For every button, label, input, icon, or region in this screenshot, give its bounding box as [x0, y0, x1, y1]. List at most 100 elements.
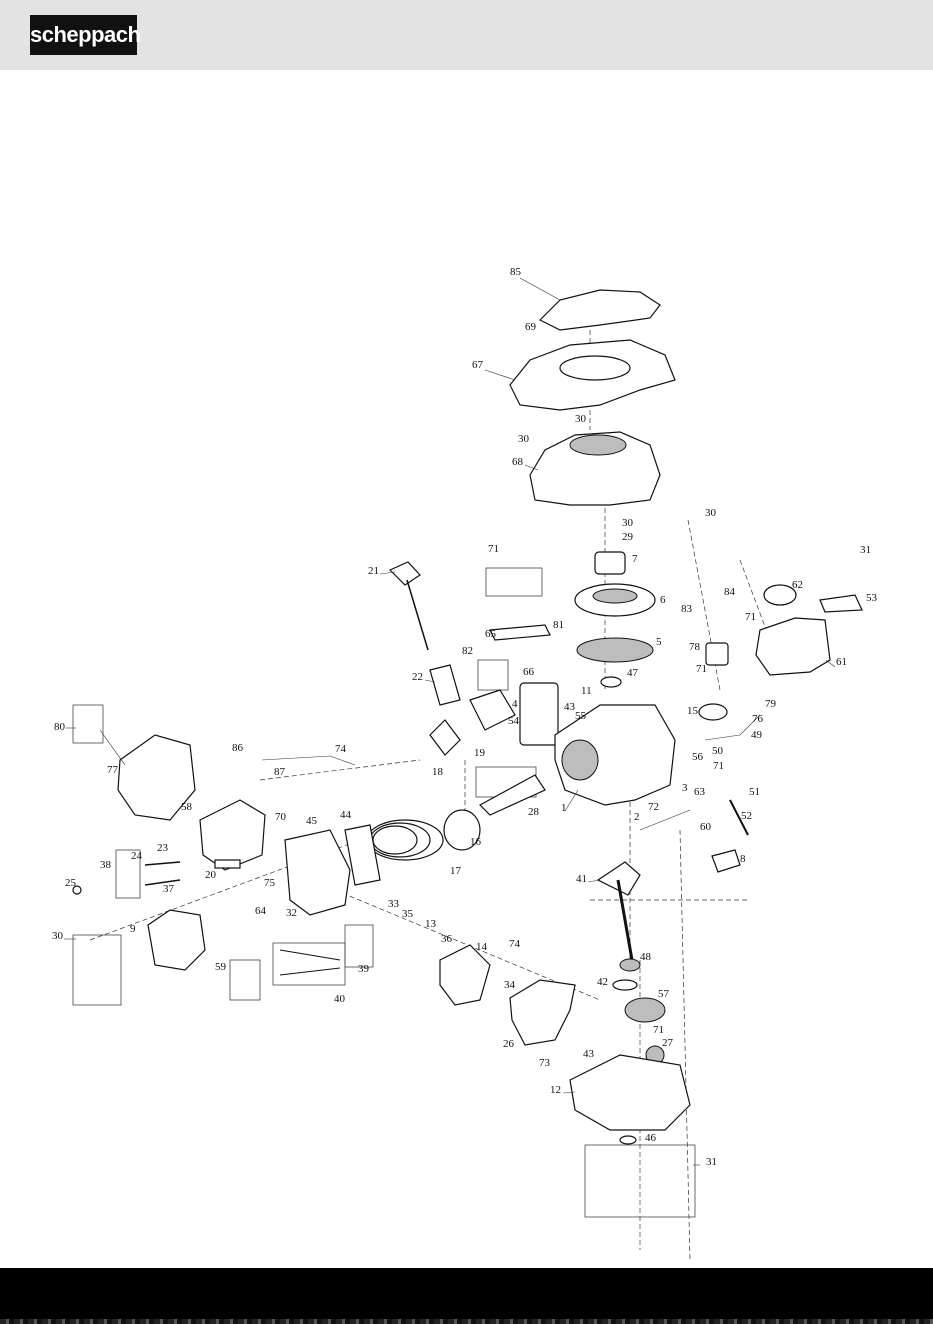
part-number-label: 33: [388, 898, 400, 910]
part-number-label: 43: [583, 1048, 595, 1060]
part-number-label: 4: [512, 698, 518, 710]
part-number-label: 30: [518, 433, 530, 445]
part-number-label: 47: [627, 667, 639, 679]
part-number-label: 30: [622, 517, 634, 529]
part-number-label: 45: [306, 815, 318, 827]
part-number-label: 63: [694, 786, 706, 798]
part-number-label: 57: [658, 988, 670, 1000]
label-leader-lines: [64, 278, 835, 1165]
part-number-label: 11: [581, 685, 592, 697]
callout-labels: 8569673030683029307172131625368483658157…: [52, 266, 878, 1168]
part-number-label: 49: [751, 729, 763, 741]
footer-strip: [0, 1319, 933, 1324]
starter-cup-part: [595, 552, 625, 574]
part-number-label: 13: [425, 918, 437, 930]
part-number-label: 32: [286, 907, 297, 919]
part-number-label: 87: [274, 766, 286, 778]
part-number-label: 60: [700, 821, 712, 833]
air-filter-housing-part: [510, 980, 575, 1045]
part-number-label: 7: [632, 553, 638, 565]
part-number-label: 2: [634, 811, 640, 823]
top-cover-part: [540, 290, 660, 330]
part-number-label: 54: [508, 715, 520, 727]
part-number-label: 71: [653, 1024, 664, 1036]
part-number-label: 71: [696, 663, 707, 675]
part-number-label: 18: [432, 766, 444, 778]
part-number-label: 48: [640, 951, 652, 963]
part-number-label: 12: [550, 1084, 561, 1096]
part-number-label: 44: [340, 809, 352, 821]
part-number-label: 74: [335, 743, 347, 755]
part-number-label: 29: [622, 531, 634, 543]
part-number-label: 30: [705, 507, 717, 519]
part-number-label: 75: [264, 877, 276, 889]
part-number-label: 64: [255, 905, 267, 917]
part-number-label: 67: [472, 359, 484, 371]
part-number-label: 16: [470, 836, 482, 848]
carburetor-part: [440, 945, 490, 1005]
part-number-label: 51: [749, 786, 760, 798]
part-number-label: 84: [724, 586, 736, 598]
part-number-label: 30: [52, 930, 64, 942]
part-number-label: 65: [485, 628, 497, 640]
camshaft-gear-part: [625, 998, 665, 1022]
part-number-label: 42: [597, 976, 608, 988]
part-number-label: 86: [232, 742, 244, 754]
part-number-label: 69: [525, 321, 537, 333]
part-number-label: 14: [476, 941, 488, 953]
spark-plug-part: [215, 860, 240, 868]
part-number-label: 6: [660, 594, 666, 606]
part-number-label: 61: [836, 656, 847, 668]
part-number-label: 62: [792, 579, 803, 591]
part-number-label: 31: [860, 544, 871, 556]
part-number-label: 40: [334, 993, 346, 1005]
part-number-label: 31: [706, 1156, 717, 1168]
part-number-label: 23: [157, 842, 169, 854]
fuel-tank-part: [756, 618, 830, 675]
part-number-label: 3: [682, 782, 688, 794]
part-number-label: 55: [575, 710, 587, 722]
part-number-label: 9: [130, 923, 136, 935]
part-number-label: 58: [181, 801, 193, 813]
part-number-label: 19: [474, 747, 486, 759]
part-number-label: 80: [54, 721, 66, 733]
oil-sump-part: [570, 1055, 690, 1130]
part-number-label: 82: [462, 645, 473, 657]
part-number-label: 81: [553, 619, 564, 631]
part-number-label: 56: [692, 751, 704, 763]
part-number-label: 1: [561, 802, 567, 814]
part-number-label: 35: [402, 908, 414, 920]
part-number-label: 43: [564, 701, 576, 713]
part-number-label: 27: [662, 1037, 674, 1049]
part-number-label: 39: [358, 963, 370, 975]
part-number-label: 71: [488, 543, 499, 555]
part-number-label: 53: [866, 592, 878, 604]
part-number-label: 71: [713, 760, 724, 772]
part-number-label: 36: [441, 933, 453, 945]
part-number-label: 28: [528, 806, 540, 818]
part-number-label: 85: [510, 266, 522, 278]
part-number-label: 50: [712, 745, 724, 757]
part-number-label: 24: [131, 850, 143, 862]
muffler-part: [148, 910, 205, 970]
part-number-label: 59: [215, 961, 227, 973]
part-number-label: 38: [100, 859, 112, 871]
part-number-label: 30: [575, 413, 587, 425]
part-number-label: 20: [205, 869, 217, 881]
part-number-label: 77: [107, 764, 119, 776]
cylinder-head-part: [285, 830, 350, 915]
part-number-label: 5: [656, 636, 662, 648]
part-number-label: 70: [275, 811, 287, 823]
dipstick-part: [390, 562, 420, 585]
part-number-label: 79: [765, 698, 777, 710]
part-number-label: 21: [368, 565, 379, 577]
part-number-label: 72: [648, 801, 659, 813]
ignition-coil-part: [520, 683, 558, 745]
part-number-label: 37: [163, 883, 175, 895]
part-number-label: 46: [645, 1132, 657, 1144]
part-number-label: 68: [512, 456, 524, 468]
part-number-label: 71: [745, 611, 756, 623]
footer-bar: [0, 1268, 933, 1324]
part-number-label: 74: [509, 938, 521, 950]
